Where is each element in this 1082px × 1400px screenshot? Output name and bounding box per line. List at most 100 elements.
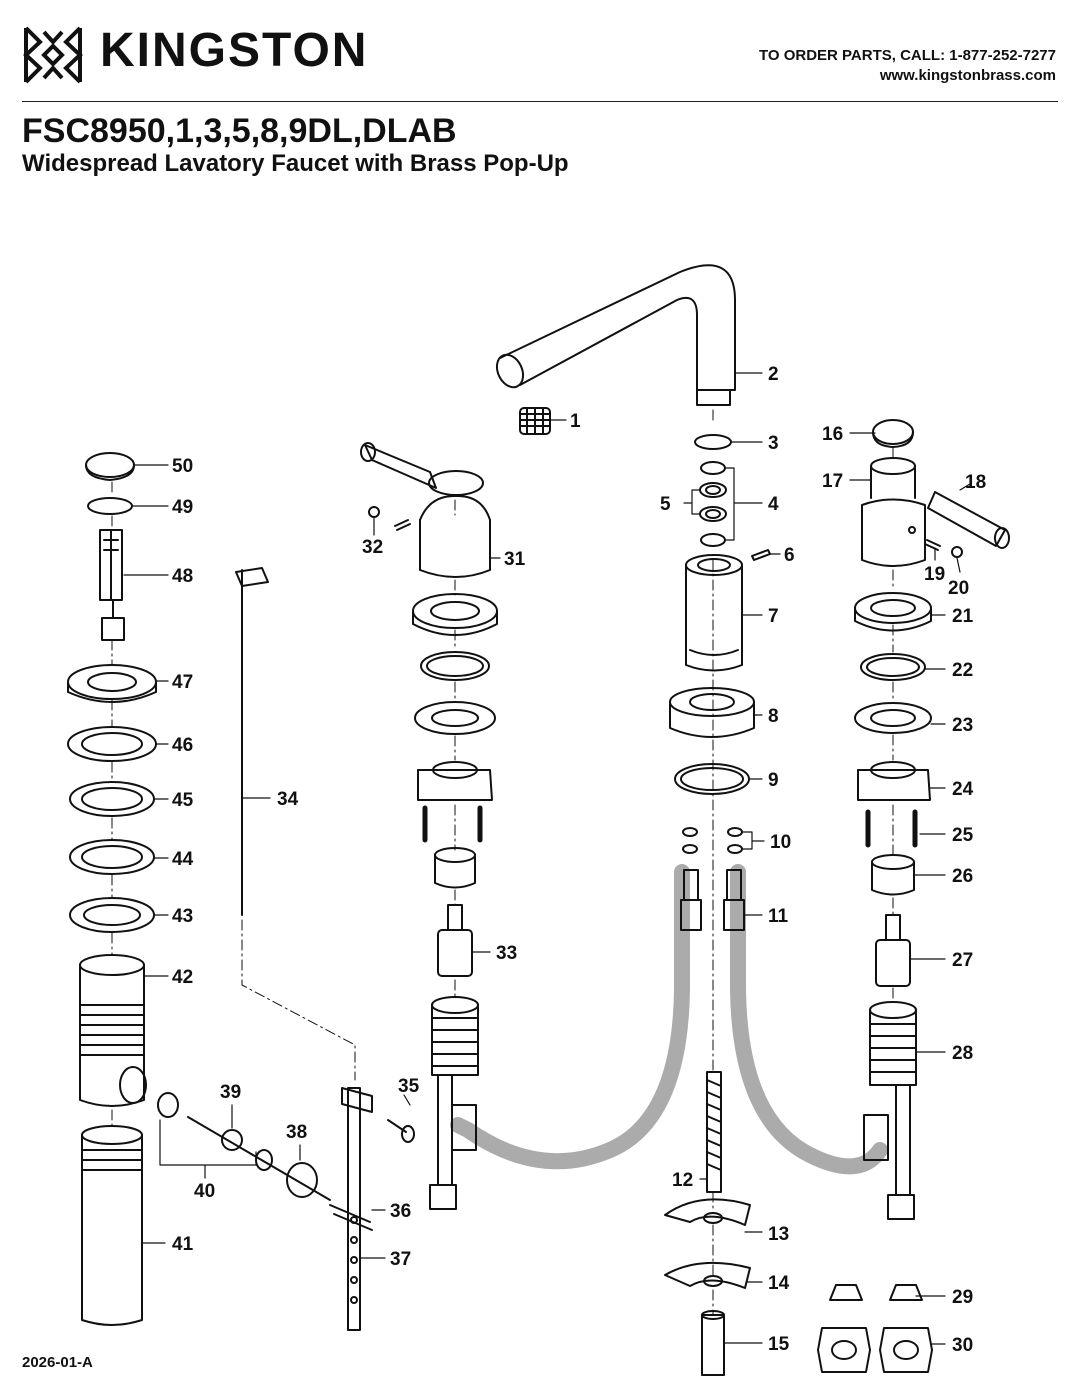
order-phone-line: TO ORDER PARTS, CALL: 1-877-252-7277: [758, 47, 1056, 64]
compression-sleeves-part: [829, 1284, 923, 1301]
callout-3: 3: [768, 433, 779, 454]
compression-nuts-part: [817, 1327, 933, 1373]
callout-leaders: [123, 372, 971, 1345]
callout-18: 18: [965, 472, 986, 493]
aerator-part: [519, 407, 551, 435]
left-set-screw-part: [368, 506, 411, 531]
spout-part: [495, 264, 736, 406]
callout-49: 49: [172, 497, 193, 518]
callout-22: 22: [952, 660, 973, 681]
callout-50: 50: [172, 456, 193, 477]
callout-31: 31: [504, 549, 526, 570]
website-link[interactable]: www.kingstonbrass.com: [879, 67, 1056, 84]
model-number-title: FSC8950,1,3,5,8,9DL,DLAB: [22, 112, 457, 150]
callout-5: 5: [660, 494, 671, 515]
right-cartridge-part: [875, 914, 911, 987]
callout-6: 6: [784, 545, 795, 566]
callout-43: 43: [172, 906, 193, 927]
callout-20: 20: [948, 578, 969, 599]
mounting-nut-part: [701, 1310, 725, 1376]
kingston-logo-icon: [23, 26, 83, 84]
callout-36: 36: [390, 1201, 411, 1222]
drain-stopper-part: [99, 529, 125, 641]
callout-4: 4: [768, 494, 779, 515]
callout-1: 1: [570, 411, 581, 432]
left-valve-body-part: [429, 996, 479, 1210]
drain-tailpiece-part: [81, 1125, 143, 1326]
spout-washers-part: [699, 461, 727, 547]
document-code: 2026-01-A: [22, 1354, 93, 1371]
callout-28: 28: [952, 1043, 973, 1064]
callout-44: 44: [172, 849, 194, 870]
right-bonnet-nut-part: [871, 854, 915, 896]
callout-38: 38: [286, 1122, 307, 1143]
callout-15: 15: [768, 1334, 790, 1355]
set-screw-part: [751, 549, 771, 561]
drain-cap-seal-part: [87, 497, 133, 515]
callout-labels: 1 2 3 4 5 6 7 8 9 10 11 12 13 14 15 16 1…: [172, 364, 986, 1356]
callout-10: 10: [770, 832, 791, 853]
spout-gasket-part: [674, 763, 750, 795]
right-handle-body-part: [861, 457, 926, 567]
callout-47: 47: [172, 672, 193, 693]
callout-29: 29: [952, 1287, 973, 1308]
clevis-screw-part: [387, 1119, 415, 1143]
callout-2: 2: [768, 364, 779, 385]
callout-33: 33: [496, 943, 517, 964]
callout-26: 26: [952, 866, 973, 887]
mounting-plate-part: [664, 1261, 751, 1289]
callout-9: 9: [768, 770, 779, 791]
mounting-rod-part: [706, 1071, 722, 1193]
callout-19: 19: [924, 564, 945, 585]
spout-base-ring-part: [669, 687, 755, 738]
callout-11: 11: [768, 906, 789, 927]
header-divider: [22, 101, 1058, 102]
callout-41: 41: [172, 1234, 194, 1255]
spout-o-ring-part: [694, 434, 732, 450]
callout-24: 24: [952, 779, 974, 800]
product-subtitle: Widespread Lavatory Faucet with Brass Po…: [22, 150, 569, 177]
pivot-rod-assembly-part: [157, 1092, 331, 1201]
contact-info: TO ORDER PARTS, CALL: 1-877-252-7277 www…: [759, 46, 1056, 86]
callout-27: 27: [952, 950, 973, 971]
callout-45: 45: [172, 790, 194, 811]
callout-46: 46: [172, 735, 193, 756]
callout-25: 25: [952, 825, 974, 846]
left-cartridge-part: [437, 904, 473, 977]
spout-body-part: [685, 554, 743, 672]
lift-rod-part: [235, 567, 269, 916]
drain-cap-part: [85, 452, 135, 481]
callout-34: 34: [277, 789, 299, 810]
right-flange-stack-part: [854, 592, 932, 734]
drain-flange-part: [67, 664, 157, 703]
callout-12: 12: [672, 1170, 693, 1191]
callout-14: 14: [768, 1273, 790, 1294]
left-lever-handle-part: [360, 442, 491, 578]
page-header: KINGSTON TO ORDER PARTS, CALL: 1-877-252…: [0, 0, 1082, 105]
braided-hoses-part: [450, 864, 888, 1175]
callout-35: 35: [398, 1076, 420, 1097]
callout-30: 30: [952, 1335, 973, 1356]
callout-16: 16: [822, 424, 843, 445]
callout-23: 23: [952, 715, 973, 736]
callout-17: 17: [822, 471, 843, 492]
left-flange-stack-part: [412, 593, 498, 735]
callout-32: 32: [362, 537, 383, 558]
callout-7: 7: [768, 606, 779, 627]
callout-39: 39: [220, 1082, 241, 1103]
right-set-screw-part: [924, 539, 963, 558]
spring-clip-part: [329, 1204, 373, 1231]
brand-name: KINGSTON: [100, 24, 369, 77]
right-valve-body-part: [863, 1001, 917, 1220]
drain-body-part: [79, 954, 147, 1107]
callout-42: 42: [172, 967, 193, 988]
clevis-strap-part: [341, 1087, 373, 1331]
right-handle-cap-part: [872, 419, 914, 448]
right-lever-part: [927, 491, 1010, 549]
drain-gaskets-part: [67, 726, 157, 933]
mounting-bracket-part: [664, 1198, 751, 1226]
callout-37: 37: [390, 1249, 411, 1270]
alignment-lines: [111, 409, 894, 1316]
callout-48: 48: [172, 566, 193, 587]
